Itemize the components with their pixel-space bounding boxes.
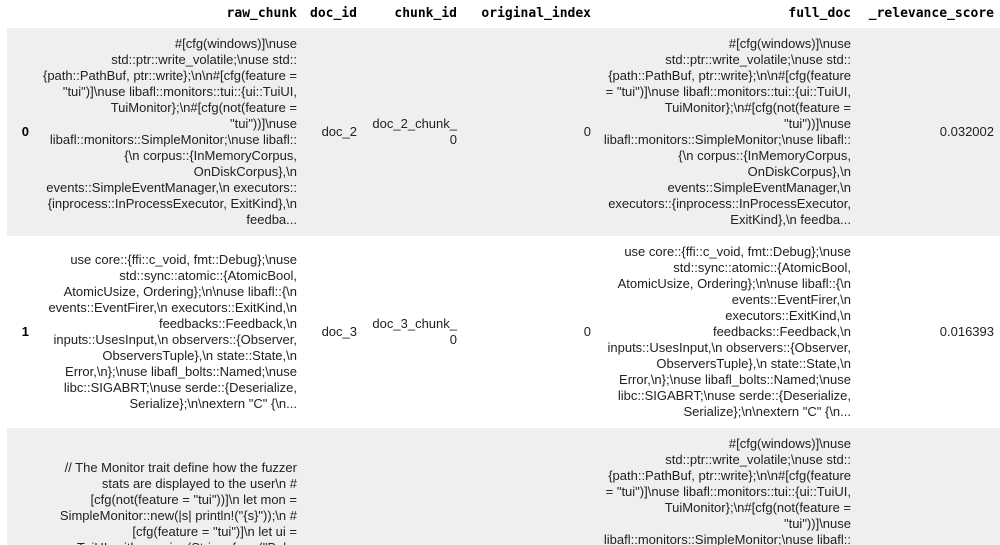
- cell-full-doc: #[cfg(windows)]\nuse std::ptr::write_vol…: [603, 36, 851, 227]
- col-header-original-index: original_index: [463, 0, 597, 28]
- cell-original-index: 0: [583, 324, 591, 339]
- cell-relevance-score: 0.016393: [939, 324, 994, 339]
- row-index: 1: [21, 324, 29, 339]
- cell-original-index: [463, 428, 597, 545]
- header-row: raw_chunk doc_id chunk_id original_index…: [7, 0, 1000, 28]
- cell-doc-id: [303, 428, 363, 545]
- table-row: 1 use core::{ffi::c_void, fmt::Debug};\n…: [7, 236, 1000, 428]
- cell-doc-id: doc_2: [321, 124, 357, 139]
- dataframe-table: raw_chunk doc_id chunk_id original_index…: [7, 0, 1000, 545]
- col-header-index: [7, 0, 35, 28]
- cell-doc-id: doc_3: [321, 324, 357, 339]
- table-row: // The Monitor trait define how the fuzz…: [7, 428, 1000, 545]
- cell-relevance-score: 0.032002: [939, 124, 994, 139]
- col-header-doc-id: doc_id: [303, 0, 363, 28]
- cell-raw-chunk: #[cfg(windows)]\nuse std::ptr::write_vol…: [42, 36, 297, 227]
- cell-full-doc: #[cfg(windows)]\nuse std::ptr::write_vol…: [603, 436, 851, 545]
- cell-raw-chunk: // The Monitor trait define how the fuzz…: [59, 460, 297, 545]
- col-header-chunk-id: chunk_id: [363, 0, 463, 28]
- col-header-full-doc: full_doc: [597, 0, 857, 28]
- cell-raw-chunk: use core::{ffi::c_void, fmt::Debug};\nus…: [48, 252, 297, 411]
- table-row: 0 #[cfg(windows)]\nuse std::ptr::write_v…: [7, 28, 1000, 236]
- cell-original-index: 0: [583, 124, 591, 139]
- cell-relevance-score: [857, 428, 1000, 545]
- cell-chunk-id: doc_3_chunk_0: [372, 316, 457, 347]
- cell-full-doc: use core::{ffi::c_void, fmt::Debug};\nus…: [607, 244, 851, 419]
- cell-chunk-id: doc_2_chunk_0: [372, 116, 457, 147]
- cell-chunk-id: [363, 428, 463, 545]
- row-index: 0: [21, 124, 29, 139]
- col-header-relevance-score: _relevance_score: [857, 0, 1000, 28]
- row-index: [7, 428, 35, 545]
- col-header-raw-chunk: raw_chunk: [35, 0, 303, 28]
